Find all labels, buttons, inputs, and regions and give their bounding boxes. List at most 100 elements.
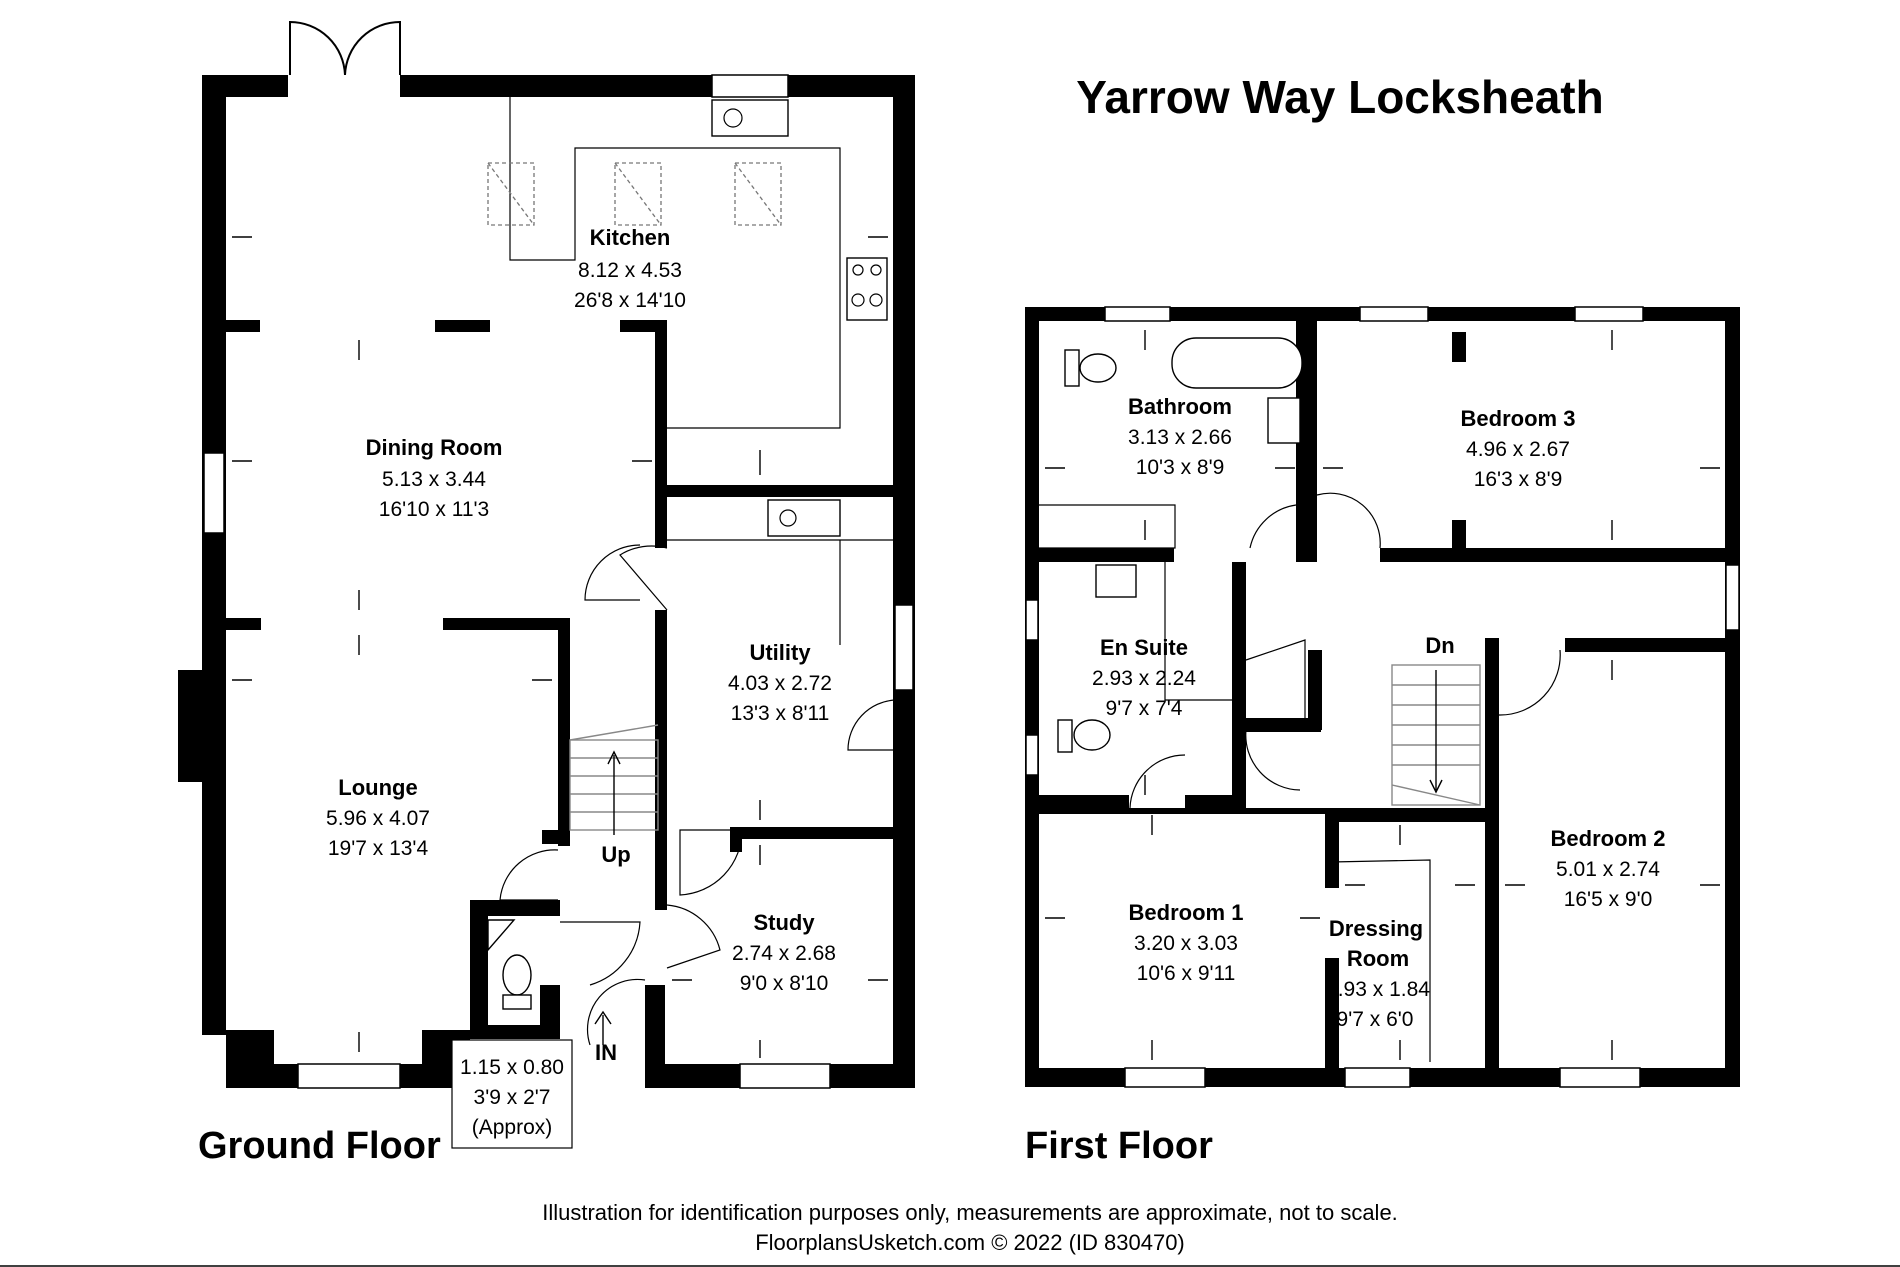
bed3-south-wall bbox=[1380, 548, 1740, 562]
utility-north-wall bbox=[655, 485, 895, 497]
lounge-metric: 5.96 x 4.07 bbox=[326, 807, 430, 830]
wc-east-wall bbox=[540, 990, 560, 1035]
kitchen-label: Kitchen bbox=[590, 225, 671, 250]
first-west-wall bbox=[1025, 307, 1039, 1087]
cupboard-east-wall bbox=[1308, 650, 1322, 730]
first-staircase bbox=[1391, 664, 1481, 806]
chimney-breast bbox=[178, 670, 202, 782]
bedroom2-metric: 5.01 x 2.74 bbox=[1556, 858, 1660, 881]
dining-divider-left bbox=[226, 320, 260, 332]
wc-note: (Approx) bbox=[472, 1116, 553, 1139]
stairs-down-label: Dn bbox=[1425, 633, 1454, 658]
kitchen-sink bbox=[711, 99, 789, 137]
bathroom-shower-tray bbox=[1039, 504, 1176, 549]
cupboard-door bbox=[1245, 639, 1306, 718]
skylight-3 bbox=[734, 162, 782, 226]
study-north-wall bbox=[732, 827, 915, 839]
lounge-label: Lounge bbox=[338, 775, 417, 800]
utility-west-upper bbox=[655, 490, 667, 548]
dressing-metric: 2.93 x 1.84 bbox=[1326, 978, 1430, 1001]
bathroom-label: Bathroom bbox=[1128, 394, 1232, 419]
dining-divider-right bbox=[620, 320, 662, 332]
bed3-door bbox=[1316, 492, 1381, 549]
ensuite-window-upper bbox=[1025, 599, 1039, 641]
disclaimer-line2: FloorplansUsketch.com © 2022 (ID 830470) bbox=[755, 1230, 1185, 1255]
dressing-label-line1: Dressing bbox=[1329, 916, 1423, 941]
first-east-wall bbox=[1725, 307, 1740, 1087]
utility-window bbox=[894, 604, 914, 691]
first-floor-title: First Floor bbox=[1025, 1125, 1213, 1167]
bed3-stub-top bbox=[1452, 332, 1466, 362]
ground-staircase bbox=[569, 724, 659, 835]
ensuite-shower bbox=[1164, 562, 1232, 701]
bedroom2-imperial: 16'5 x 9'0 bbox=[1564, 888, 1653, 911]
study-label: Study bbox=[753, 910, 815, 935]
skylight-2 bbox=[614, 162, 662, 226]
dining-divider-mid bbox=[435, 320, 490, 332]
wc-basin bbox=[487, 919, 516, 952]
bed2-door bbox=[1498, 649, 1561, 716]
bed1-window bbox=[1124, 1067, 1206, 1088]
patio-doors bbox=[289, 20, 401, 76]
dressing-north-wall bbox=[1325, 808, 1485, 822]
ground-west-wall bbox=[202, 75, 226, 1035]
stair-corner bbox=[542, 830, 570, 844]
study-hall-door bbox=[666, 904, 721, 969]
bed3-stub-bottom bbox=[1452, 520, 1466, 550]
utility-imperial: 13'3 x 8'11 bbox=[731, 702, 830, 725]
ensuite-label: En Suite bbox=[1100, 635, 1188, 660]
wc-dimension-box bbox=[451, 1039, 573, 1149]
wc-north-wall bbox=[470, 900, 560, 916]
porch-east-wall bbox=[645, 985, 665, 1085]
dressing-label-line2: Room bbox=[1347, 946, 1409, 971]
dining-imperial: 16'10 x 11'3 bbox=[379, 498, 489, 521]
utility-sink bbox=[767, 499, 841, 537]
bed2-window bbox=[1559, 1067, 1641, 1088]
dining-window bbox=[203, 452, 225, 534]
bed3-window-right bbox=[1574, 306, 1644, 322]
wc-imperial: 3'9 x 2'7 bbox=[474, 1086, 551, 1109]
ensuite-basin bbox=[1095, 564, 1137, 598]
wc-west-wall bbox=[470, 905, 488, 1035]
bedroom2-label: Bedroom 2 bbox=[1551, 826, 1666, 851]
ensuite-south-wall-right bbox=[1185, 795, 1246, 809]
ground-north-wall-mid bbox=[400, 75, 715, 97]
dressing-imperial: 9'7 x 6'0 bbox=[1337, 1008, 1414, 1031]
utility-worktop-outline bbox=[667, 539, 895, 645]
kitchen-window bbox=[711, 74, 789, 98]
hall-door-upper bbox=[584, 544, 641, 601]
ensuite-toilet bbox=[1073, 719, 1111, 751]
bathroom-window bbox=[1104, 306, 1171, 322]
wc-south-wall bbox=[470, 1025, 560, 1039]
bedroom3-imperial: 16'3 x 8'9 bbox=[1474, 468, 1563, 491]
bedroom1-imperial: 10'6 x 9'11 bbox=[1137, 962, 1236, 985]
ground-floor-plan: Kitchen 8.12 x 4.53 26'8 x 14'10 Dining … bbox=[178, 20, 915, 1167]
cupboard-south-wall bbox=[1246, 718, 1321, 732]
bed3-window-left bbox=[1359, 306, 1429, 322]
bath-tub bbox=[1171, 337, 1303, 389]
bedroom3-metric: 4.96 x 2.67 bbox=[1466, 438, 1570, 461]
landing-window bbox=[1725, 564, 1740, 631]
ensuite-window-lower bbox=[1025, 734, 1039, 776]
bathroom-metric: 3.13 x 2.66 bbox=[1128, 426, 1232, 449]
study-door bbox=[679, 829, 743, 896]
dressing-rail bbox=[1330, 859, 1431, 1062]
skylight-1 bbox=[487, 162, 535, 226]
lounge-south-right bbox=[400, 1064, 448, 1088]
first-dimension-ticks bbox=[1045, 330, 1720, 1060]
study-metric: 2.74 x 2.68 bbox=[732, 942, 836, 965]
property-title: Yarrow Way Locksheath bbox=[1076, 71, 1603, 123]
landing-door bbox=[1245, 729, 1301, 791]
lounge-imperial: 19'7 x 13'4 bbox=[328, 837, 429, 860]
ground-dimension-ticks bbox=[232, 236, 888, 1058]
dressing-west-wall-lower bbox=[1325, 958, 1339, 1068]
kitchen-metric: 8.12 x 4.53 bbox=[578, 259, 682, 282]
lounge-door bbox=[499, 849, 559, 901]
bedroom1-label: Bedroom 1 bbox=[1129, 900, 1244, 925]
lounge-divider-left bbox=[226, 618, 261, 630]
disclaimer-line1: Illustration for identification purposes… bbox=[542, 1200, 1398, 1225]
utility-door bbox=[619, 545, 668, 611]
stairs-up-label: Up bbox=[601, 842, 630, 867]
wc-metric: 1.15 x 0.80 bbox=[460, 1056, 564, 1079]
kitchen-hob bbox=[846, 257, 888, 321]
